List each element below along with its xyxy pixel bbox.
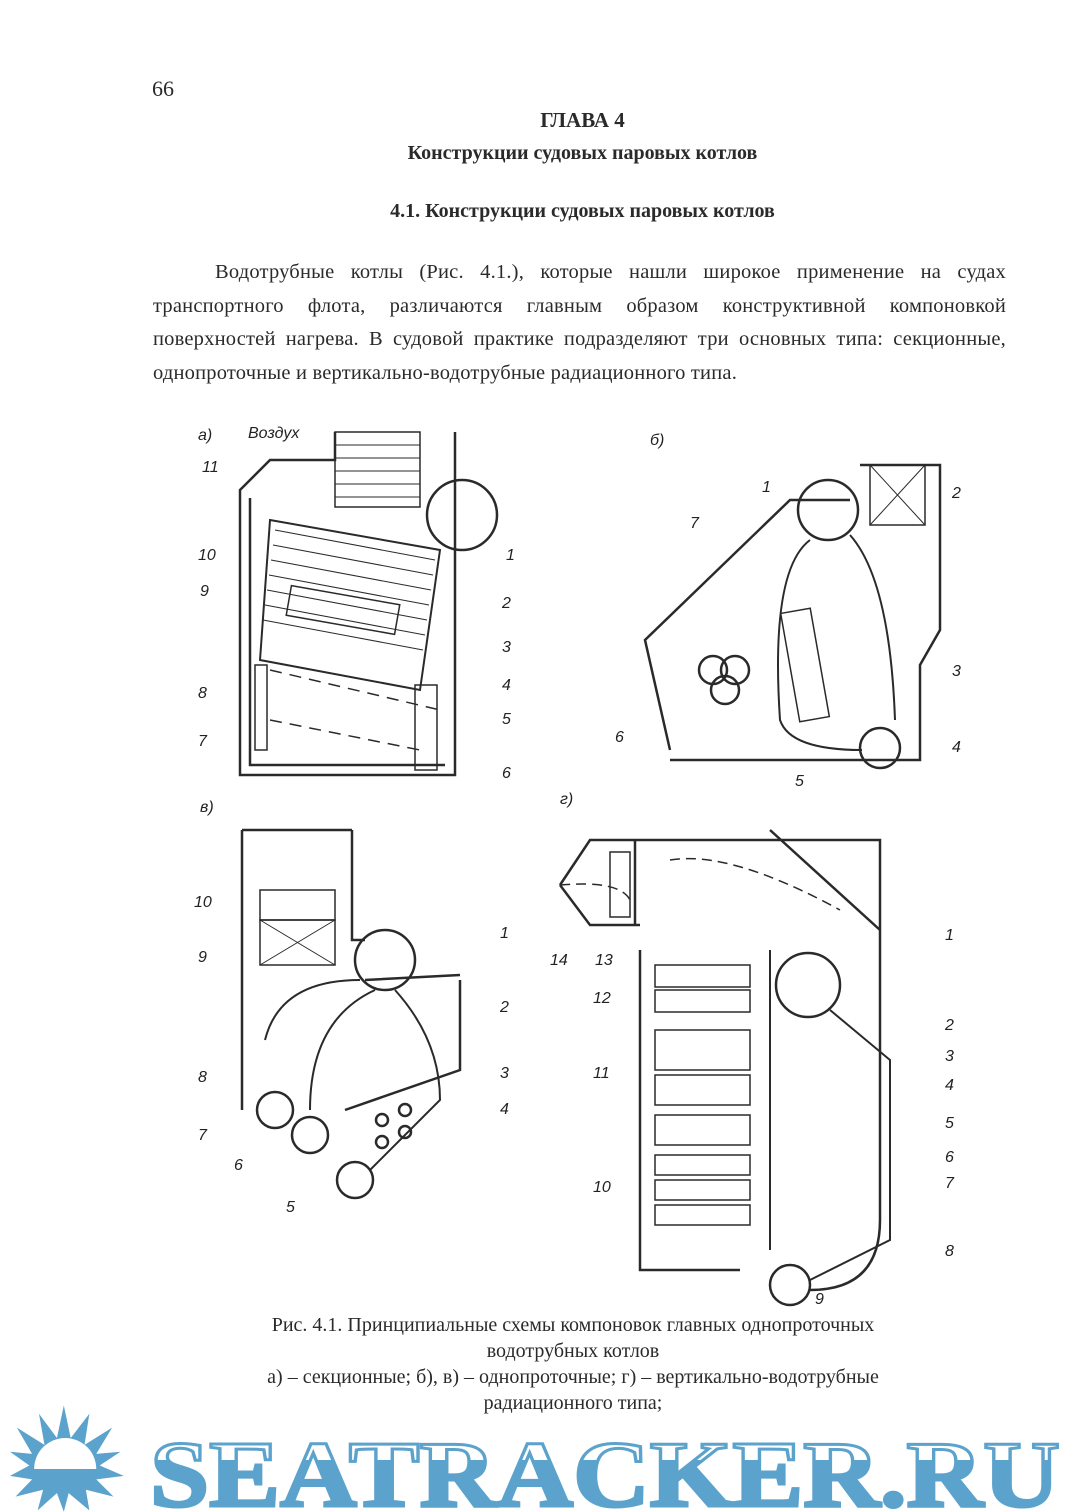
callout-number: 3 <box>945 1048 954 1065</box>
panel-label: б) <box>650 432 664 449</box>
callout-number: 2 <box>501 595 511 612</box>
boiler-schemes-figure: а) Воздух 11 10 9 8 7 1 2 3 4 5 6 б) <box>194 425 961 1308</box>
callout-number: 5 <box>502 711 511 728</box>
air-label: Воздух <box>248 425 300 442</box>
callout-number: 7 <box>198 733 208 750</box>
watermark: SEATRACKER.RU SEATRACKER.RU <box>10 1405 1062 1512</box>
panel-v-diagram: в) <box>200 799 462 1200</box>
callout-number: 12 <box>593 990 611 1007</box>
sun-logo-icon <box>10 1405 124 1512</box>
figure-caption-line-1: Рис. 4.1. Принципиальные схемы компоново… <box>271 1314 875 1336</box>
callout-number: 14 <box>550 952 568 969</box>
callout-number: 5 <box>286 1199 295 1216</box>
callout-number: 3 <box>502 639 511 656</box>
panel-label: а) <box>198 427 212 444</box>
callout-number: 2 <box>499 999 509 1016</box>
callout-number: 1 <box>500 925 509 942</box>
callout-number: 4 <box>500 1101 509 1118</box>
panel-b-numbers: 1 2 7 3 6 5 4 <box>615 479 961 790</box>
callout-number: 10 <box>198 547 216 564</box>
callout-number: 1 <box>945 927 954 944</box>
panel-a-numbers: 11 10 9 8 7 1 2 3 4 5 6 <box>198 459 515 782</box>
callout-number: 1 <box>762 479 771 496</box>
callout-number: 10 <box>593 1179 611 1196</box>
chapter-title: ГЛАВА 4 <box>540 108 625 132</box>
callout-number: 6 <box>945 1149 954 1166</box>
figure-caption-line-3: а) – секционные; б), в) – однопроточные;… <box>267 1366 879 1388</box>
panel-v-numbers: 10 9 8 7 6 5 1 2 3 4 <box>194 894 509 1216</box>
callout-number: 9 <box>198 949 207 966</box>
callout-number: 5 <box>795 773 804 790</box>
callout-number: 3 <box>500 1065 509 1082</box>
page-number: 66 <box>152 76 174 101</box>
callout-number: 4 <box>945 1077 954 1094</box>
callout-number: 8 <box>198 1069 207 1086</box>
callout-number: 9 <box>815 1291 824 1308</box>
callout-number: 10 <box>194 894 212 911</box>
callout-number: 6 <box>234 1157 243 1174</box>
callout-number: 11 <box>593 1065 610 1082</box>
watermark-text: SEATRACKER.RU <box>150 1423 1060 1512</box>
callout-number: 13 <box>595 952 613 969</box>
callout-number: 11 <box>202 459 219 476</box>
callout-number: 8 <box>945 1243 954 1260</box>
callout-number: 2 <box>944 1017 954 1034</box>
callout-number: 8 <box>198 685 207 702</box>
panel-label: г) <box>560 791 573 808</box>
callout-number: 1 <box>506 547 515 564</box>
callout-number: 5 <box>945 1115 954 1132</box>
section-title: 4.1. Конструкции судовых паровых котлов <box>390 200 775 222</box>
callout-number: 6 <box>615 729 624 746</box>
callout-number: 4 <box>502 677 511 694</box>
callout-number: 7 <box>198 1127 208 1144</box>
callout-number: 7 <box>690 515 700 532</box>
panel-g-numbers: 14 13 12 11 10 1 2 3 4 5 6 7 8 9 <box>550 927 955 1308</box>
callout-number: 3 <box>952 663 961 680</box>
callout-number: 7 <box>945 1175 955 1192</box>
callout-number: 2 <box>951 485 961 502</box>
chapter-subtitle: Конструкции судовых паровых котлов <box>407 142 758 164</box>
panel-a-diagram: а) Воздух <box>198 425 499 777</box>
callout-number: 6 <box>502 765 511 782</box>
body-paragraph: Водотрубные котлы (Рис. 4.1.), которые н… <box>153 261 1006 384</box>
figure-caption-line-4: радиационного типа; <box>483 1392 663 1414</box>
callout-number: 4 <box>952 739 961 756</box>
figure-caption-line-2: водотрубных котлов <box>486 1340 660 1362</box>
panel-label: в) <box>200 799 214 816</box>
panel-b-diagram: б) <box>643 432 942 770</box>
watermark-text-fill: SEATRACKER.RU <box>150 1423 1060 1512</box>
panel-g-diagram: г) <box>558 791 891 1307</box>
callout-number: 9 <box>200 583 209 600</box>
